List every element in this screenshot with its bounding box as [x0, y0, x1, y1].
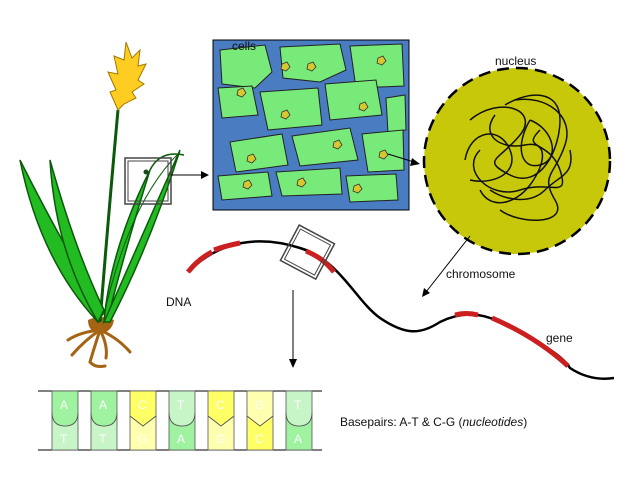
cell-nucleus	[306, 61, 317, 72]
gene-label: gene	[546, 331, 573, 345]
base-pair: TA	[285, 390, 313, 451]
cell	[291, 127, 359, 167]
base-top	[246, 390, 274, 427]
cell-nucleus	[236, 87, 247, 98]
arrow-icon	[171, 171, 209, 179]
leaf-right-inner	[103, 169, 151, 324]
cell-nucleus	[242, 179, 253, 190]
cell-nucleus	[280, 61, 291, 72]
chromosome-label: chromosome	[446, 267, 516, 281]
leaf-right-outer	[102, 149, 181, 323]
cell	[219, 44, 273, 89]
cell	[349, 43, 405, 89]
cell	[275, 167, 343, 197]
cell	[385, 94, 407, 133]
gene-segment	[491, 315, 570, 368]
cell	[259, 87, 323, 131]
base-top	[51, 390, 79, 427]
cell-nucleus	[296, 177, 307, 188]
base-pair: AT	[90, 390, 118, 451]
base-bottom-letter: T	[99, 432, 107, 446]
cell	[345, 173, 399, 203]
base-pair: GC	[246, 390, 274, 451]
gene-segment	[213, 240, 241, 253]
arrow-icon	[289, 290, 297, 368]
arrow-icon	[422, 235, 471, 297]
base-top	[168, 390, 196, 427]
cell-nucleus	[358, 101, 369, 112]
cell-nucleus	[280, 109, 291, 120]
nucleus-illustration: nucleus	[422, 54, 612, 256]
gene-segment	[305, 248, 336, 274]
cell	[229, 133, 289, 173]
cell-nucleus	[246, 153, 257, 164]
base-top-letter: T	[177, 398, 185, 412]
cell	[324, 79, 383, 121]
cells-label: cells	[232, 39, 256, 53]
base-bottom-letter: C	[255, 432, 264, 446]
base-top-letter: A	[99, 398, 107, 412]
base-top-letter: T	[294, 398, 302, 412]
plant-roots	[66, 328, 132, 368]
nucleus-label: nucleus	[495, 54, 536, 68]
cell-nucleus	[376, 55, 387, 66]
dna-zoom-box	[279, 224, 336, 281]
cells-panel: cells	[212, 39, 410, 211]
base-pair: CG	[207, 390, 235, 451]
dna-label: DNA	[166, 295, 191, 309]
base-top	[285, 390, 313, 427]
plant-illustration	[19, 41, 185, 368]
base-bottom-letter: A	[294, 432, 302, 446]
leaf-left-inner	[49, 159, 105, 324]
dna-strand: DNA gene	[166, 224, 615, 380]
base-bottom-letter: G	[138, 432, 147, 446]
cell	[217, 85, 259, 119]
base-pair: AT	[51, 390, 79, 451]
base-bottom-letter: G	[216, 432, 225, 446]
flower-spike	[107, 41, 147, 111]
chromatin-tangle	[464, 94, 572, 221]
basepairs-caption: Basepairs: A-T & C-G (nucleotides)	[340, 415, 527, 429]
base-top-letter: A	[60, 398, 68, 412]
cell-nucleus	[378, 149, 389, 160]
plant-zoom-box	[124, 157, 172, 205]
plant-stem	[98, 109, 120, 323]
cell-nucleus	[332, 139, 343, 150]
cell-nucleus	[352, 183, 363, 194]
arrow-icon	[387, 153, 420, 166]
base-bottom-letter: A	[177, 432, 185, 446]
gene-segment	[454, 311, 479, 318]
base-top-letter: C	[216, 398, 225, 412]
base-top-letter: G	[255, 398, 264, 412]
base-top	[207, 390, 235, 427]
base-top-letter: C	[138, 398, 147, 412]
base-top	[129, 390, 157, 427]
base-pair: TA	[168, 390, 196, 451]
base-top	[90, 390, 118, 427]
base-pair: CG	[129, 390, 157, 451]
gene-segment	[186, 249, 214, 274]
base-bottom-letter: T	[60, 432, 68, 446]
